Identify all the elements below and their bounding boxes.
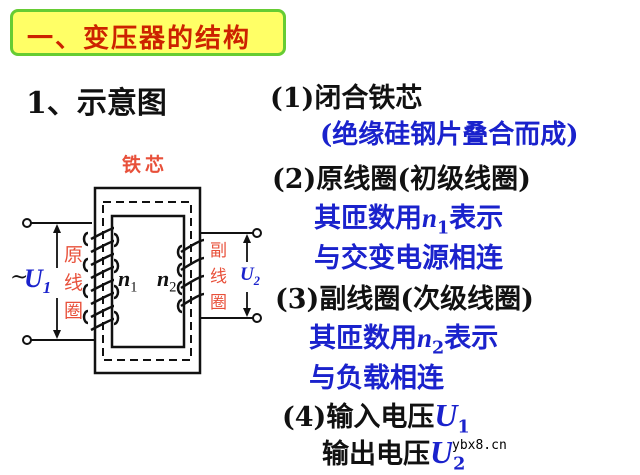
ac-symbol: ~ xyxy=(10,265,29,290)
point-4-line-2: 输出电压U2 xyxy=(322,434,466,475)
core-label: 铁芯 xyxy=(122,154,169,176)
watermark: ybx8.cn xyxy=(452,438,507,453)
n2-label: n2 xyxy=(157,266,177,296)
primary-label-2: 线 xyxy=(64,272,84,294)
point-2-detail-1: 其匝数用n1表示 xyxy=(314,203,504,239)
u1-label: U1 xyxy=(24,264,52,298)
point-2-heading: (2)原线圈(初级线圈) xyxy=(272,164,531,195)
point-2-detail-2: 与交变电源相连 xyxy=(314,243,503,274)
secondary-label-1: 副 xyxy=(210,241,227,261)
u2-label: U2 xyxy=(240,264,260,289)
point-3-detail-2: 与负载相连 xyxy=(309,363,444,394)
secondary-label-2: 线 xyxy=(210,267,227,287)
point-4-line-1: (4)输入电压U1 xyxy=(282,397,470,438)
point-1-detail: (绝缘硅钢片叠合而成) xyxy=(320,120,579,150)
primary-label-3: 圈 xyxy=(64,300,84,322)
transformer-schematic xyxy=(22,186,262,375)
point-3-heading: (3)副线圈(次级线圈) xyxy=(275,284,534,315)
n1-label: n1 xyxy=(118,266,138,296)
title-banner: 一、变压器的结构 xyxy=(10,9,286,56)
secondary-label-3: 圈 xyxy=(210,293,227,313)
point-3-detail-1: 其匝数用n2表示 xyxy=(309,323,499,359)
page-title: 一、变压器的结构 xyxy=(27,24,252,54)
transformer-diagram: 铁芯 原 线 圈 副 线 圈 ~ U1 U2 n1 n2 xyxy=(0,140,280,380)
primary-label-1: 原 xyxy=(64,244,84,266)
point-1-heading: (1)闭合铁芯 xyxy=(270,83,423,114)
section-heading: 1、示意图 xyxy=(26,86,167,121)
